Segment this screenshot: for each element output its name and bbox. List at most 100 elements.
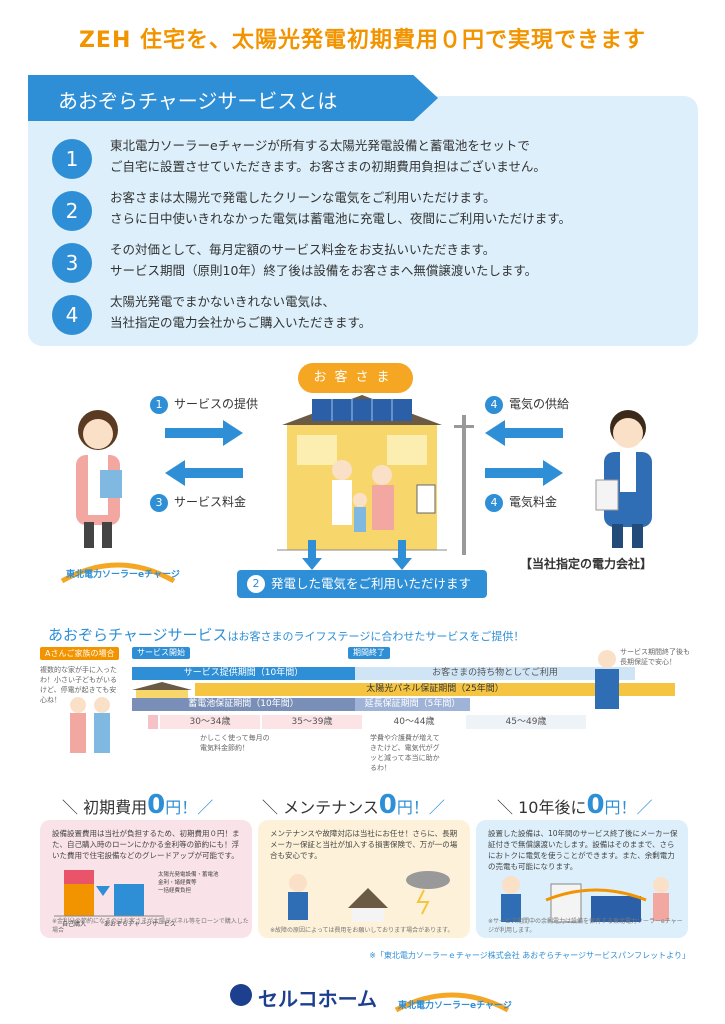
benefit-heading: ＼ 10年後に0円！／ <box>497 790 653 820</box>
maintenance-illustration <box>288 871 450 922</box>
elder-illustration <box>595 650 619 709</box>
benefit-heading: ＼ 初期費用0円！／ <box>62 790 213 820</box>
flow-label-service: 1 サービスの提供 <box>150 395 258 414</box>
benefit-heading: ＼ メンテナンス0円！／ <box>262 790 445 820</box>
bar-own: お客さまの持ち物としてご利用 <box>355 667 635 680</box>
legend-item: 金利・諸経費等 <box>158 880 197 886</box>
family-tag: Aさんご家族の場合 <box>40 647 120 660</box>
generation-number: 2 <box>247 575 265 593</box>
service-start-tag: サービス開始 <box>132 647 190 659</box>
arrow-right-icon <box>485 460 563 486</box>
flow-text: サービス料金 <box>174 495 247 509</box>
item-text: 東北電力ソーラーeチャージが所有する太陽光発電設備と蓄電池をセットで <box>110 138 530 153</box>
flow-number: 3 <box>150 494 168 512</box>
about-item: 1 東北電力ソーラーeチャージが所有する太陽光発電設備と蓄電池をセットでご自宅に… <box>52 135 682 181</box>
about-item: 3 その対価として、毎月定額のサービス料金をお支払いいただきます。サービス期間（… <box>52 239 682 285</box>
about-item: 2 お客さまは太陽光で発電したクリーンな電気をご利用いただけます。さらに日中使い… <box>52 187 682 233</box>
life-stage-timeline: Aさんご家族の場合 複数的な家が手に入ったわ！小さい子どもがいるけど、停電が起き… <box>40 645 690 775</box>
life-title-sub: はお客さまのライフステージに合わせたサービスをご提供！ <box>227 630 525 643</box>
generation-banner: 2 発電した電気をご利用いただけます <box>237 570 487 598</box>
headline: ZEH 住宅を、太陽光発電初期費用０円で実現できます <box>78 28 647 53</box>
age-range: 30～34歳 <box>160 715 260 729</box>
bar-extended: 延長保証期間（5年間） <box>355 698 470 711</box>
house-illustration <box>277 395 447 551</box>
source-note: ※「東北電力ソーラーｅチャージ株式会社 あおぞらチャージサービスパンフレットより… <box>369 951 690 960</box>
flow-text: 電気の供給 <box>509 397 570 411</box>
legend-item: 太陽光発電設備・蓄電池 <box>158 872 219 878</box>
arrow-right-icon <box>165 420 243 446</box>
benefit-suffix: 円！／ <box>604 798 653 817</box>
selco-brand-text: セルコホーム <box>258 987 377 1011</box>
flow-number: 4 <box>485 494 503 512</box>
about-item: 4 太陽光発電でまかないきれない電気は、当社指定の電力会社からご購入いただきます… <box>52 291 682 337</box>
flow-text: サービスの提供 <box>174 397 259 411</box>
relief-note: 学費や介護費が増えてきたけど、電気代がグッと減って本当に助かるわ！ <box>370 734 440 772</box>
benefit-suffix: 円！／ <box>165 798 214 817</box>
flow-text: 電気料金 <box>509 495 558 509</box>
item-text: サービス期間（原則10年）終了後は設備をお客さまへ無償譲渡いたします。 <box>110 263 538 278</box>
item-text: 当社指定の電力会社からご購入いただきます。 <box>110 315 372 330</box>
life-title-main: あおぞらチャージサービス <box>48 626 228 644</box>
benefit-zero: 0 <box>378 790 397 820</box>
benefit-footnote: ※金利分の節約になるのはお客さまが太陽光パネル等をローンで購入した場合 <box>52 918 249 934</box>
benefit-prefix: ＼ 初期費用 <box>62 798 148 817</box>
footer-ec-logo-text: 東北電力ソーラーeチャージ <box>398 1001 512 1011</box>
ec-logo-text: 東北電力ソーラーeチャージ <box>66 570 180 580</box>
partner-label: 【当社指定の電力会社】 <box>520 557 653 571</box>
flow-number: 1 <box>150 396 168 414</box>
sun-icon <box>394 992 510 1013</box>
item-number: 2 <box>52 191 92 231</box>
benefit-panel-10years: 設置した設備は、10年間のサービス終了後にメーカー保証付きで無償譲渡いたします。… <box>476 820 688 938</box>
item-number: 3 <box>52 243 92 283</box>
benefit-text: メンテナンスや故障対応は当社にお任せ！さらに、長期メーカー保証と当社が加入する損… <box>270 829 458 860</box>
benefit-zero: 0 <box>147 790 166 820</box>
flow-label-fee: 3 サービス料金 <box>150 493 246 512</box>
item-text: ご自宅に設置させていただきます。お客さまの初期費用負担はございません。 <box>110 159 546 174</box>
arrow-left-icon <box>485 420 563 446</box>
benefit-prefix: ＼ メンテナンス <box>262 798 379 817</box>
bar-panel: 太陽光パネル保証期間（25年間） <box>195 683 675 696</box>
age-range: 40～44歳 <box>364 715 464 729</box>
about-title: あおぞらチャージサービスとは <box>28 75 438 121</box>
item-text: お客さまは太陽光で発電したクリーンな電気をご利用いただけます。 <box>110 190 496 205</box>
sun-icon <box>60 562 176 584</box>
selco-mark-icon <box>230 984 252 1006</box>
saving-note: かしこく使って毎月の電気料金節約！ <box>200 734 270 752</box>
benefit-panel-initial: 設備設置費用は当社が負担するため、初期費用０円！また、自己購入時のローンにかかる… <box>40 820 252 938</box>
item-text: さらに日中使いきれなかった電気は蓄電池に充電し、夜間にご利用いただけます。 <box>110 211 572 226</box>
age-mark <box>148 715 158 729</box>
arrow-down-icon <box>302 540 412 570</box>
generation-text: 発電した電気をご利用いただけます <box>271 576 472 591</box>
life-stage-title: あおぞらチャージサービスはお客さまのライフステージに合わせたサービスをご提供！ <box>48 624 524 645</box>
arrow-left-icon <box>165 460 243 486</box>
flow-label-electricity-fee: 4 電気料金 <box>485 493 557 512</box>
benefit-footnote: ※サービス期間中の余剰電力は設備を保有する東北電力ソーラーeチャージが利用します… <box>488 918 683 934</box>
footer-ec-logo: 東北電力ソーラーeチャージ <box>392 986 512 1014</box>
staff-man-illustration <box>595 410 652 548</box>
age-range: 35～39歳 <box>262 715 362 729</box>
ec-logo: 東北電力ソーラーeチャージ <box>58 555 180 585</box>
benefit-prefix: ＼ 10年後に <box>497 798 587 817</box>
benefit-footnote: ※故障の原因によっては費用をお願いしております場合があります。 <box>270 927 454 934</box>
customer-badge: お客さま <box>298 363 413 393</box>
benefit-text: 設置した設備は、10年間のサービス終了後にメーカー保証付きで無償譲渡いたします。… <box>488 829 678 871</box>
family-illustration <box>70 697 110 753</box>
item-text: その対価として、毎月定額のサービス料金をお支払いいただきます。 <box>110 242 496 257</box>
cost-chart-illustration <box>54 870 164 917</box>
item-text: 太陽光発電でまかないきれない電気は、 <box>110 294 336 309</box>
benefit-panel-maintenance: メンテナンスや故障対応は当社にお任せ！さらに、長期メーカー保証と当社が加入する損… <box>258 820 470 938</box>
benefit-zero: 0 <box>586 790 605 820</box>
item-number: 4 <box>52 295 92 335</box>
age-range: 45～49歳 <box>466 715 586 729</box>
chart-label-service: あおぞらチャージサービス <box>104 921 176 928</box>
legend-item: 一括経費負担 <box>158 888 192 894</box>
chart-label-self: 自己購入 <box>62 921 87 928</box>
gift-illustration <box>501 876 669 923</box>
staff-woman-illustration <box>76 410 122 548</box>
service-end-tag: 期間終了 <box>348 647 390 659</box>
service-scene: お客さま <box>0 355 725 605</box>
benefit-text: 設備設置費用は当社が負担するため、初期費用０円！また、自己購入時のローンにかかる… <box>52 829 240 860</box>
utility-pole-icon <box>454 415 474 555</box>
benefit-suffix: 円！／ <box>396 798 445 817</box>
